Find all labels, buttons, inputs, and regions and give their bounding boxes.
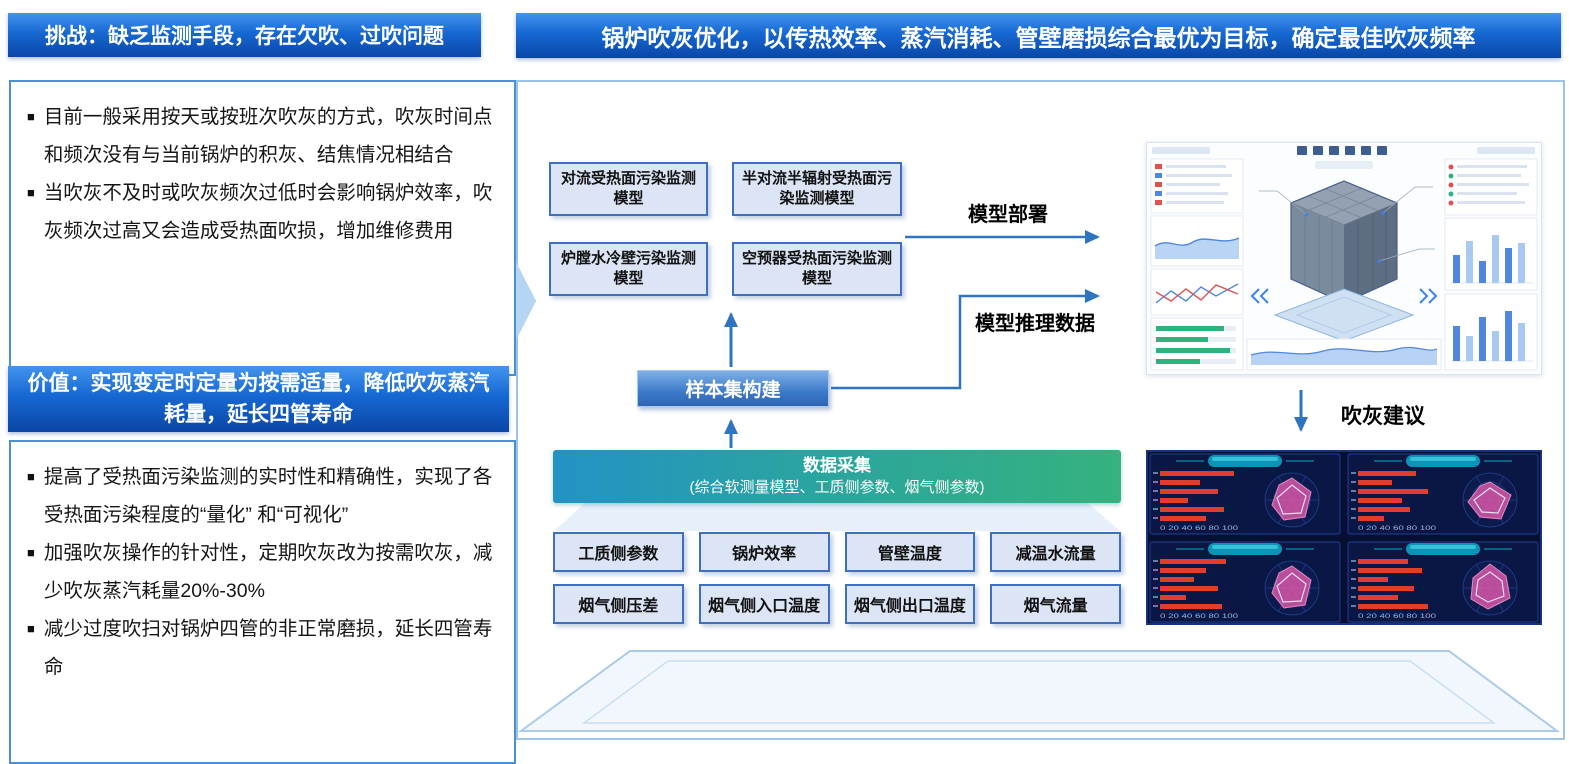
challenge-point: ■ 目前一般采用按天或按班次吹灰的方式，吹灰时间点和频次没有与当前锅炉的积灰、结… <box>27 98 498 174</box>
radar-quadrant: 0 20 40 60 80 100 <box>1347 541 1539 623</box>
challenge-box: ■ 目前一般采用按天或按班次吹灰的方式，吹灰时间点和频次没有与当前锅炉的积灰、结… <box>9 80 516 376</box>
parameter-box: 减温水流量 <box>990 532 1121 572</box>
left-line-chart <box>1150 268 1244 316</box>
value-point-text: 提高了受热面污染监测的实时性和精确性，实现了各受热面污染程度的“量化” 和“可视… <box>43 466 493 527</box>
value-banner: 价值：实现变定时定量为按需适量，降低吹灰蒸汽耗量，延长四管寿命 <box>8 366 509 432</box>
radar-quadrant: 0 20 40 60 80 100 <box>1347 453 1539 535</box>
value-point: ■ 提高了受热面污染监测的实时性和精确性，实现了各受热面污染程度的“量化” 和“… <box>27 458 498 534</box>
parameter-box: 管壁温度 <box>844 532 976 572</box>
boiler-3d-monitoring-dashboard-screenshot <box>1146 142 1542 375</box>
model-inference-label: 模型推理数据 <box>975 313 1095 335</box>
boiler-3d-model <box>1250 161 1438 342</box>
left-progress-bars <box>1150 317 1244 371</box>
left-area-chart <box>1150 215 1244 267</box>
value-point-text: 加强吹灰操作的针对性，定期吹灰改为按需吹灰，减少吹灰蒸汽耗量20%-30% <box>43 542 493 603</box>
parameter-grid: 工质侧参数 锅炉效率 管壁温度 减温水流量 烟气侧压差 烟气侧入口温度 烟气侧出… <box>553 532 1121 624</box>
challenge-point: ■ 当吹灰不及时或吹灰频次过低时会影响锅炉效率，吹灰频次过高又会造成受热面吹损，… <box>27 174 498 250</box>
sample-set-box: 样本集构建 <box>637 370 829 407</box>
parameter-box: 工质侧参数 <box>553 532 684 572</box>
challenge-point-text: 目前一般采用按天或按班次吹灰的方式，吹灰时间点和频次没有与当前锅炉的积灰、结焦情… <box>43 106 493 167</box>
bullet-square-icon: ■ <box>27 185 35 201</box>
value-box: ■ 提高了受热面污染监测的实时性和精确性，实现了各受热面污染程度的“量化” 和“… <box>9 440 516 764</box>
challenge-banner: 挑战：缺乏监测手段，存在欠吹、过吹问题 <box>8 13 481 57</box>
parameter-box: 烟气侧入口温度 <box>698 584 830 624</box>
bullet-square-icon: ■ <box>27 109 35 124</box>
model-box: 半对流半辐射受热面污染监测模型 <box>732 162 902 216</box>
sootblow-suggestion-label: 吹灰建议 <box>1341 405 1425 428</box>
dashboard-graphic <box>1150 146 1538 371</box>
bottom-area-chart <box>1246 338 1442 371</box>
axis-scale-label: 0 20 40 60 80 100 <box>1160 526 1239 532</box>
left-status-panel <box>1150 158 1244 214</box>
sootblowing-radar-dashboard-screenshot: 0 20 40 60 80 100 0 20 40 60 80 100 <box>1146 450 1542 625</box>
radar-quadrant: 0 20 40 60 80 100 <box>1149 541 1341 623</box>
parameter-box: 烟气侧压差 <box>553 584 684 624</box>
dashboard-toolbar <box>1152 146 1535 155</box>
parameter-box: 锅炉效率 <box>698 532 830 572</box>
value-banner-text: 价值：实现变定时定量为按需适量，降低吹灰蒸汽耗量，延长四管寿命 <box>27 371 490 427</box>
axis-scale-label: 0 20 40 60 80 100 <box>1160 614 1239 620</box>
right-alarm-list <box>1444 158 1538 216</box>
axis-scale-label: 0 20 40 60 80 100 <box>1358 526 1437 532</box>
value-point: ■ 减少过度吹扫对锅炉四管的非正常磨损，延长四管寿命 <box>27 610 498 686</box>
bullet-square-icon: ■ <box>27 469 35 484</box>
parameter-box: 烟气流量 <box>990 584 1121 624</box>
parameter-box: 烟气侧出口温度 <box>844 584 976 624</box>
axis-scale-label: 0 20 40 60 80 100 <box>1358 614 1437 620</box>
challenge-point-text: 当吹灰不及时或吹灰频次过低时会影响锅炉效率，吹灰频次过高又会造成受热面吹损，增加… <box>43 182 493 243</box>
optimization-header-text: 锅炉吹灰优化，以传热效率、蒸汽消耗、管壁磨损综合最优为目标，确定最佳吹灰频率 <box>601 24 1476 51</box>
bullet-square-icon: ■ <box>27 545 35 561</box>
model-box: 空预器受热面污染监测模型 <box>732 242 902 296</box>
optimization-header-banner: 锅炉吹灰优化，以传热效率、蒸汽消耗、管壁磨损综合最优为目标，确定最佳吹灰频率 <box>516 13 1561 58</box>
value-point: ■ 加强吹灰操作的针对性，定期吹灰改为按需吹灰，减少吹灰蒸汽耗量20%-30% <box>27 534 498 610</box>
model-box: 对流受热面污染监测模型 <box>549 162 708 216</box>
dark-dashboard-graphic: 0 20 40 60 80 100 0 20 40 60 80 100 <box>1146 450 1542 625</box>
bullet-square-icon: ■ <box>27 621 35 637</box>
right-bar-chart-top <box>1444 217 1538 291</box>
model-deploy-label: 模型部署 <box>968 204 1048 226</box>
data-collection-banner: 数据采集 (综合软测量模型、工质侧参数、烟气侧参数) <box>553 450 1121 503</box>
right-bar-chart-bottom <box>1444 293 1538 371</box>
value-point-text: 减少过度吹扫对锅炉四管的非正常磨损，延长四管寿命 <box>43 618 493 679</box>
challenge-banner-text: 挑战：缺乏监测手段，存在欠吹、过吹问题 <box>45 25 444 48</box>
radar-quadrant: 0 20 40 60 80 100 <box>1149 453 1341 535</box>
model-box: 炉膛水冷壁污染监测模型 <box>549 242 708 296</box>
data-collection-title: 数据采集 <box>803 456 871 476</box>
data-collection-subtitle: (综合软测量模型、工质侧参数、烟气侧参数) <box>689 479 985 497</box>
